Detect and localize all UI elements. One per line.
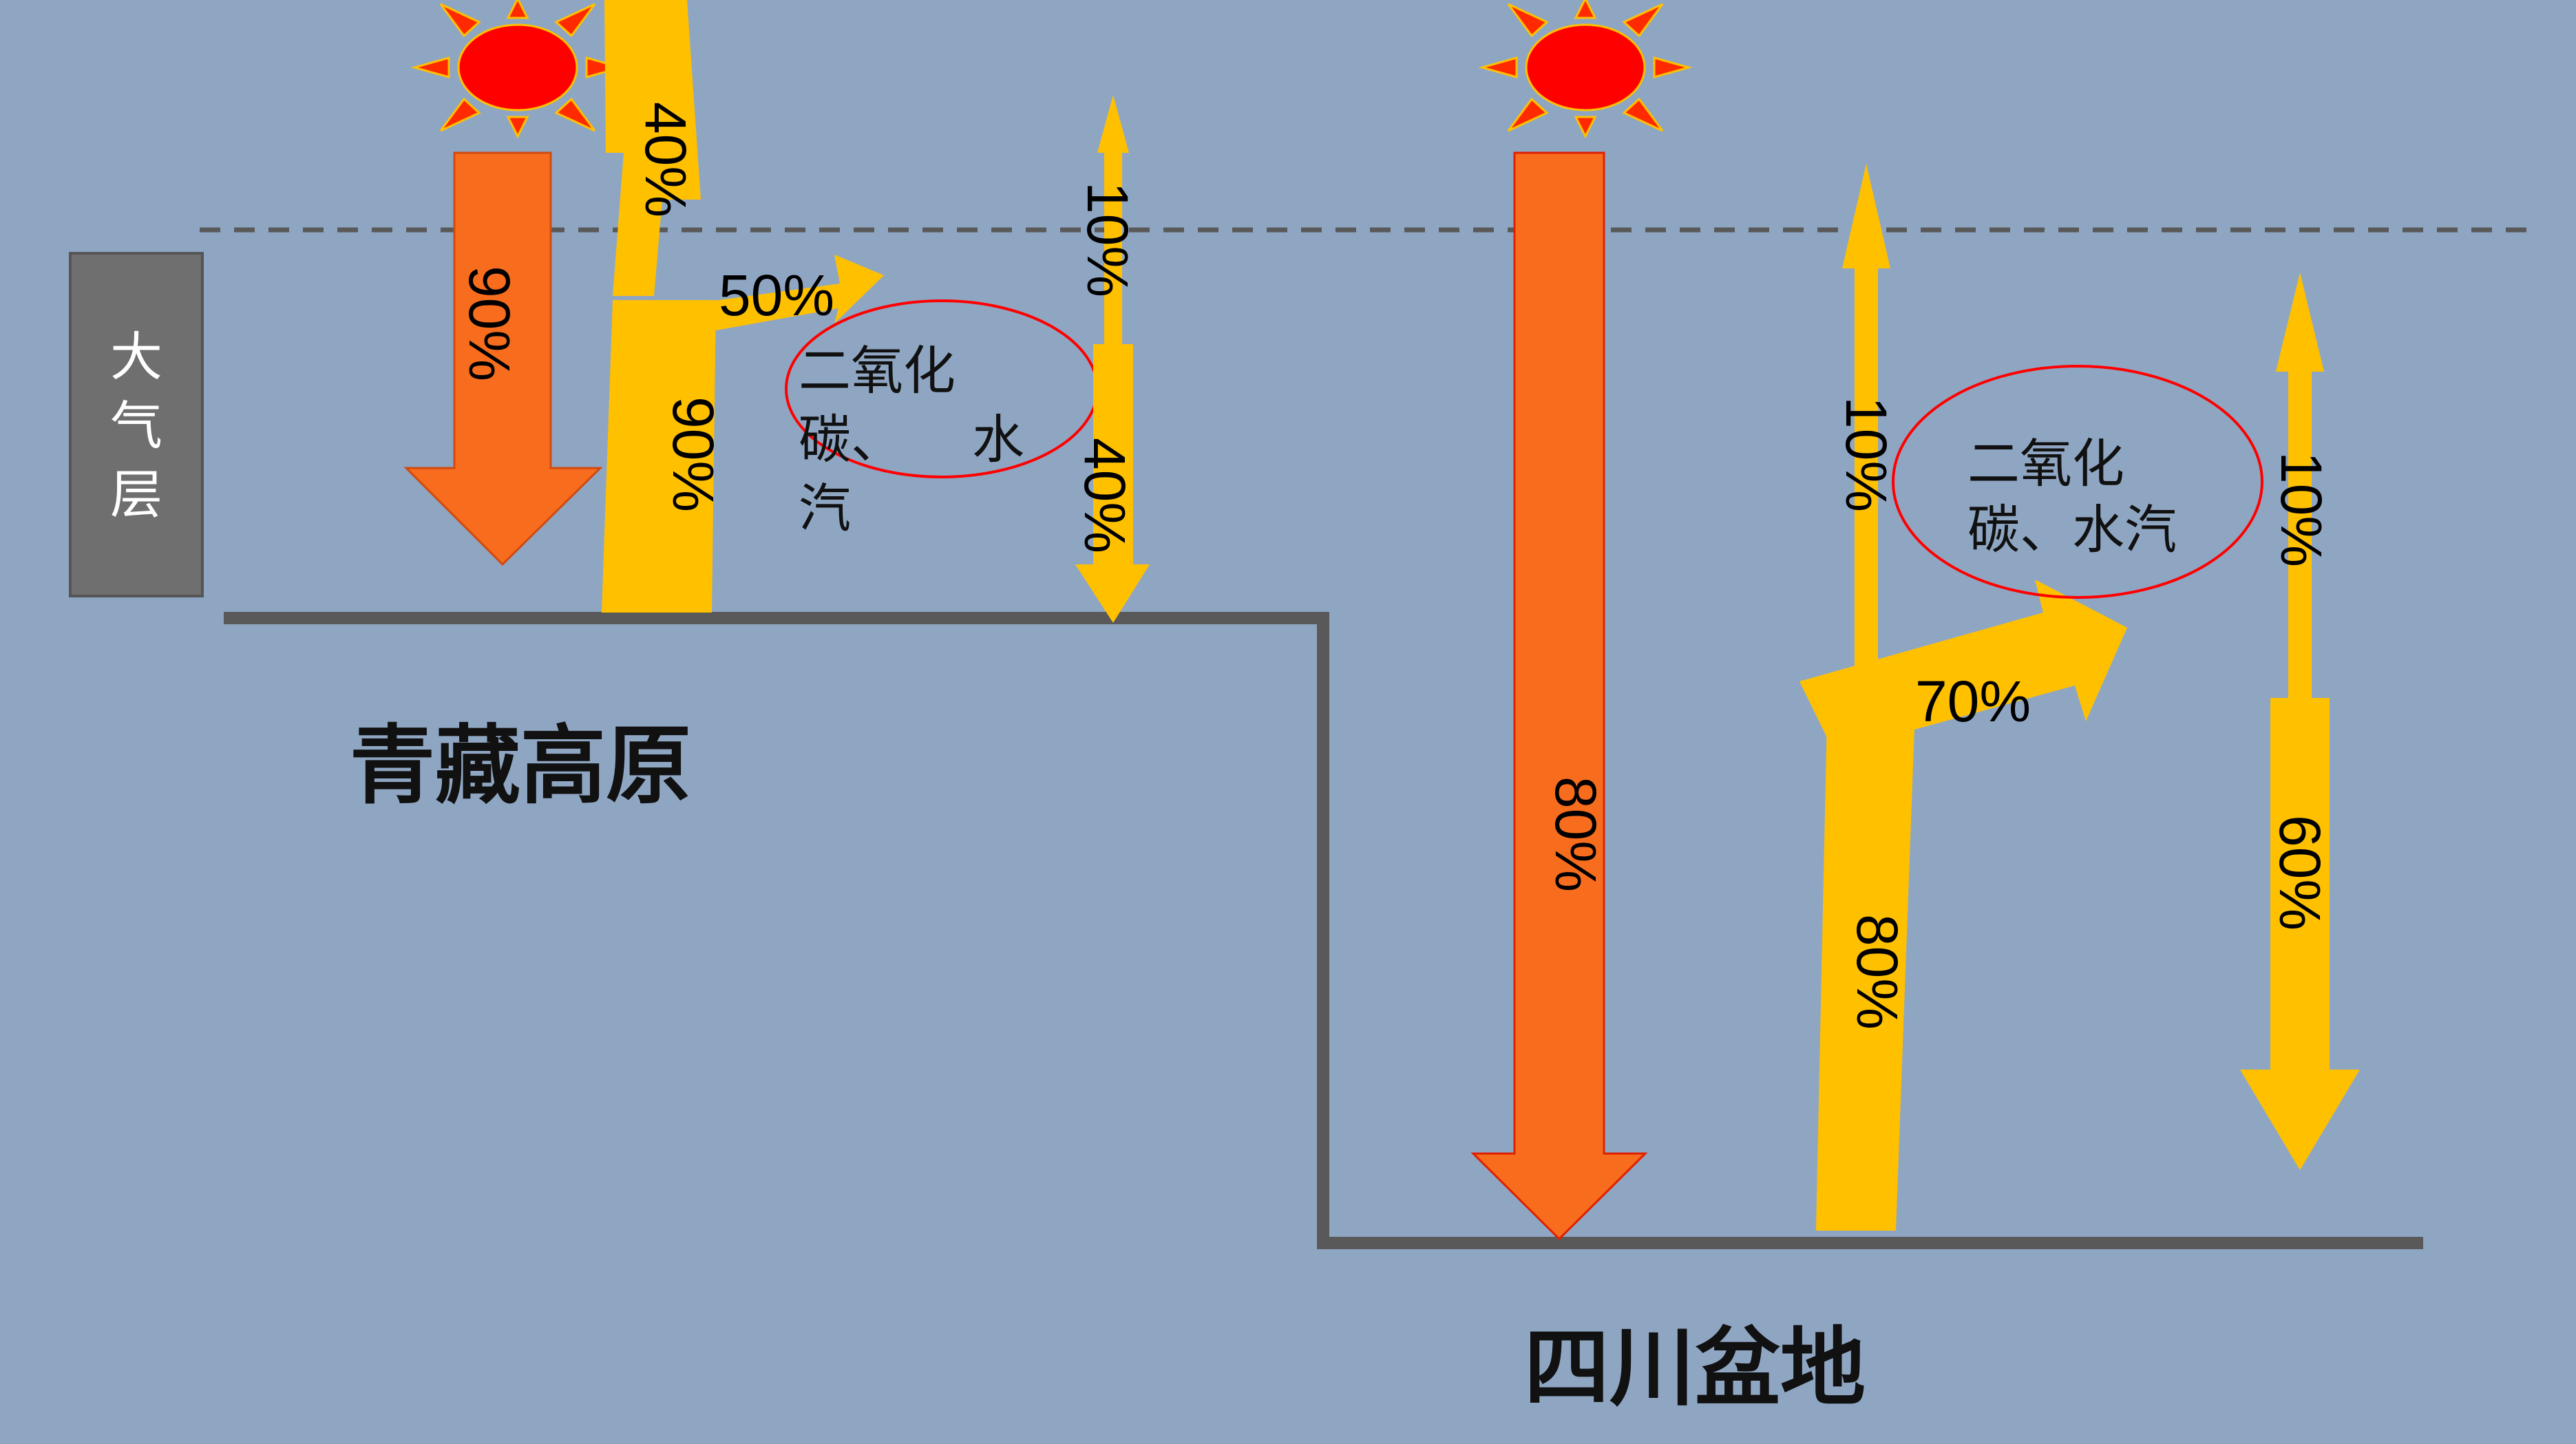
plateau-atm-down-label: 40% xyxy=(1073,438,1137,553)
basin-escape-arrow xyxy=(1842,164,1890,688)
atmosphere-char-1: 大 xyxy=(110,326,162,387)
plateau-gas-line-2: 碳、 xyxy=(799,409,903,470)
basin-atm-down-arrow xyxy=(2240,698,2360,1170)
basin-atm-down-label: 60% xyxy=(2268,815,2332,931)
plateau-gas-line-3: 水 xyxy=(972,409,1024,470)
atmosphere-label-box: 大 气 层 xyxy=(69,252,204,597)
basin-incoming-arrow xyxy=(1470,151,1648,1241)
basin-gas-ellipse xyxy=(1892,365,2263,599)
plateau-region-label: 青藏高原 xyxy=(350,716,691,816)
plateau-escape-arrow xyxy=(604,0,701,296)
plateau-gas-line-4: 汽 xyxy=(799,478,851,539)
sun-icon-basin xyxy=(1478,0,1693,139)
plateau-absorbed-arrow xyxy=(688,255,884,330)
atmosphere-char-3: 层 xyxy=(110,464,162,525)
plateau-incoming-arrow xyxy=(403,151,603,566)
basin-absorbed-label: 70% xyxy=(1915,669,2031,734)
plateau-gas-line-1: 二氧化 xyxy=(799,340,956,401)
plateau-ground-radiation-label: 90% xyxy=(661,396,726,512)
plateau-atm-down-arrow xyxy=(1075,344,1150,623)
basin-absorbed-arrow xyxy=(1799,580,2127,752)
sun-icon-plateau xyxy=(410,0,625,139)
ground-profile-line xyxy=(224,612,2423,1249)
basin-gas-line-2: 碳、水汽 xyxy=(1967,499,2177,560)
plateau-atm-up-arrow xyxy=(1097,95,1129,344)
plateau-ground-radiation-arrow xyxy=(602,300,716,613)
plateau-escape-label: 40% xyxy=(633,102,698,217)
basin-escape-label: 10% xyxy=(1834,396,1899,512)
basin-ground-radiation-arrow xyxy=(1816,709,1915,1231)
plateau-absorbed-label: 50% xyxy=(719,263,834,328)
atmosphere-char-2: 气 xyxy=(110,395,162,456)
basin-region-label: 四川盆地 xyxy=(1524,1319,1866,1418)
basin-ground-radiation-label: 80% xyxy=(1845,914,1910,1030)
basin-atm-up-arrow xyxy=(2276,273,2324,698)
plateau-incoming-label: 90% xyxy=(457,266,522,381)
basin-incoming-label: 80% xyxy=(1543,776,1608,892)
plateau-atm-up-label: 10% xyxy=(1075,182,1140,297)
basin-atm-up-label: 10% xyxy=(2269,452,2334,567)
basin-gas-line-1: 二氧化 xyxy=(1967,433,2124,494)
